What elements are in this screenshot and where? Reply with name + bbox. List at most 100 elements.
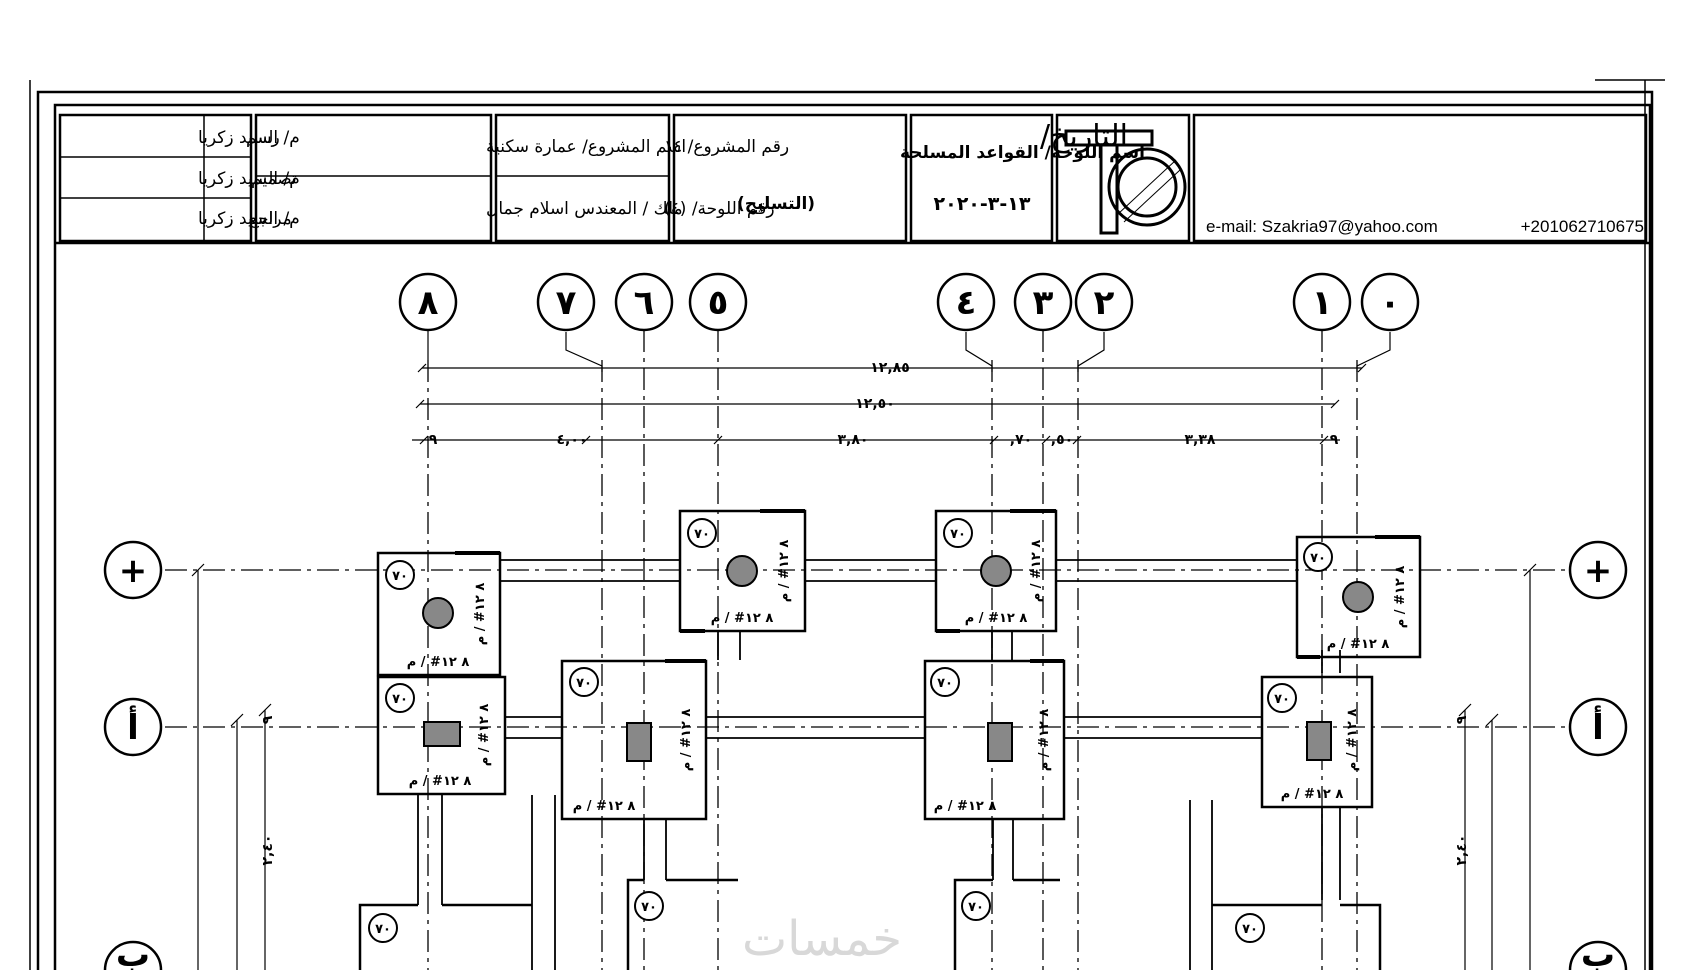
watermark: خمسات [742,911,902,967]
axis-bubble-4: ٤ [936,272,996,332]
rebar-label: ٨ ١٢# / م [1037,709,1052,772]
footing [626,878,738,970]
designed-by: م/ السيد زكريا [198,169,300,189]
rebar-label: ٨ ١٢# / م [407,655,470,670]
footing-marks: ٧٠ ٧٠ ٧٠ ٧٠ ٧٠ ٧٠ ٧٠ ٧٠ ٧٠ ٧٠ ٧٠ ٧٠ [368,518,1333,943]
segment-dimension-5: ,٥٠ [1051,432,1073,448]
rebar-labels: ٨ ١٢# / م ٨ ١٢# / م ٨ ١٢# / م ٨ ١٢# / م … [407,540,1408,814]
footing [376,551,502,677]
axis-label: ٠ [1380,283,1401,323]
axis-bubble-6: ٦ [614,272,674,332]
footing-mark-text: ٧٠ [937,676,953,691]
segment-dimension-1: ٩ [429,432,438,448]
axis-label: ٣ [1033,283,1054,323]
date-value: ١٣-٣-٢٠٢٠ [934,193,1031,215]
overall-dimension-2: ١٢,٥٠ [855,396,895,412]
rebar-label: ٨ ١٢# / م [1327,637,1390,652]
axis-label: ب [116,935,150,970]
axis-label: ٨ [418,283,439,323]
rebar-label: ٨ ١٢# / م [1281,787,1344,802]
footing [1260,675,1374,809]
rebar-label: ٨ ١٢# / م [409,774,472,789]
axis-bubble-8: ٨ [398,272,458,332]
rebar-label: ٨ ١٢# / م [777,540,792,603]
footing-mark-text: ٧٠ [1310,551,1326,566]
vertical-dimension-left: ٢,٤٠ [260,835,276,866]
project-number: رقم المشروع/ ١٤ [664,137,789,157]
footing-mark-text: ٧٠ [950,527,966,542]
sheet-subtitle: (التسليح) [737,194,815,214]
rebar-label: ٨ ١٢# / م [711,611,774,626]
sheet-frame [29,79,1665,970]
footing [560,659,708,821]
footing-mark-text: ٧٠ [968,900,984,915]
review-label: مراجع [249,209,292,229]
axis-label: أ [1592,705,1604,748]
rebar-label: ٨ ١٢# / م [477,704,492,767]
footing [923,659,1066,821]
overall-dimension-1: ١٢,٨٥ [870,360,910,376]
rebar-label: ٨ ١٢# / م [1029,540,1044,603]
footing-mark-text: ٧٠ [1274,692,1290,707]
axis-label: ٢ [1094,283,1115,323]
axis-bubble-beh-right: ب [1568,935,1628,970]
axis-bubble-beh-left: ب [103,935,163,970]
footing [358,903,532,970]
axis-label: + [119,551,148,591]
axis-label: ٦ [634,283,655,323]
axis-bubble-3: ٣ [1013,272,1073,332]
drawn-by: م/ السيد زكريا [198,128,300,148]
sheet-name: اسم اللوحة/ القواعد المسلحة [900,143,1145,163]
row-offset-right: ٩ [1454,715,1470,724]
footing-mark-text: ٧٠ [1242,922,1258,937]
segment-dimension-3: ٣,٨٠ [838,432,869,448]
dimension-texts: ١٢,٨٥ ١٢,٥٠ ٩ ٤,٠٠ ٣,٨٠ ,٧٠ ,٥٠ ٣,٣٨ ٩ ٢… [260,360,1470,865]
title-block [58,113,1648,243]
vertical-dimension-right: ٢,٤٠ [1454,835,1470,866]
axis-bubble-1: ١ [1292,272,1352,332]
footing-mark-text: ٧٠ [576,676,592,691]
axis-leaders [427,330,1391,372]
owner-name: ملك / المعندس اسلام جمال [486,199,683,219]
drawn-label: رسم [246,128,280,148]
footing-mark-text: ٧٠ [694,527,710,542]
axis-bubble-plus-left: + [103,540,163,600]
footing-mark-text: ٧٠ [641,900,657,915]
rebar-label: ٨ ١٢# / م [1393,566,1408,629]
grid-lines [165,330,1565,970]
reviewed-by: م/ السيد زكريا [198,209,300,229]
axis-bubble-5: ٥ [688,272,748,332]
footing [1212,903,1382,970]
rebar-label: ٨ ١٢# / م [573,799,636,814]
footing [376,675,507,796]
footing [678,509,807,633]
title-block-text: رسم تصميم مراجع م/ السيد زكريا م/ السيد … [198,119,1644,236]
footing-mark: ٧٠ [1267,683,1297,713]
footing-mark: ٧٠ [1303,542,1333,572]
rebar-label: ٨ ١٢# / م [473,583,488,646]
project-name: اسم المشروع/ عمارة سكنية [486,137,686,157]
row-axis-bubbles: + + أ أ ب ب [103,540,1628,970]
axis-bubble-0: ٠ [1360,272,1420,332]
sheet-number: رقم اللوحة/ (٤) [664,199,775,219]
footing-mark-text: ٧٠ [375,922,391,937]
footing [934,509,1058,633]
footing-mark: ٧٠ [687,518,717,548]
segment-dimension-2: ٤,٠٠ [557,432,588,448]
axis-label: ٤ [956,283,977,323]
footings [358,509,1422,970]
footing [1295,535,1422,659]
axis-bubble-2: ٢ [1074,272,1134,332]
footing-mark: ٧٠ [569,667,599,697]
axis-label: ١ [1312,283,1333,323]
footing-mark: ٧٠ [930,667,960,697]
footing-mark-text: ٧٠ [392,569,408,584]
axis-label: ٧ [556,283,577,323]
footing-mark: ٧٠ [368,913,398,943]
footing-mark: ٧٠ [385,560,415,590]
footing-mark: ٧٠ [1235,913,1265,943]
axis-label: + [1584,551,1613,591]
footing-mark: ٧٠ [385,683,415,713]
axis-bubble-alef-right: أ [1568,697,1628,757]
email: e-mail: Szakria97@yahoo.com [1206,217,1438,236]
